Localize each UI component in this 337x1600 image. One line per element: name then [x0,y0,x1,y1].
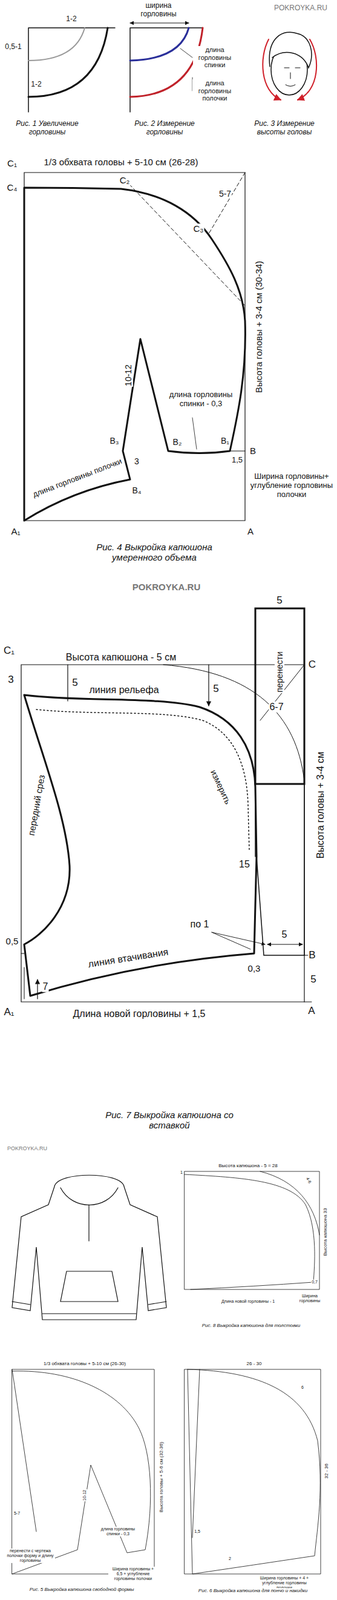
pattern-label: перенести с чертежа полочки форму и длин… [5,1547,56,1563]
pattern-label: A [246,525,255,537]
pattern-label: 4-6 [304,1175,313,1185]
pattern-label: POKROYKA.RU [273,4,328,13]
pattern-label: 1,5 [193,1528,201,1534]
pattern-label: линия втачивания [86,945,170,970]
pattern-label: 5-7 [13,1510,21,1515]
pattern-label: 5-7 [218,188,232,199]
pattern-label: A₁ [3,1005,15,1018]
pattern-label: POKROYKA.RU [6,1144,48,1151]
pattern-label: Рис. 3 Измерение высоты головы [244,119,325,137]
pattern-label: длина горловины спинки - 0,3 [168,390,234,409]
pattern-label: 10-12 [123,363,134,387]
pattern-label: B [249,445,257,456]
pattern-label: Рис. 2 Измерение горловины [124,119,205,137]
pattern-label: C₄ [6,182,19,193]
pattern-label: B₂ [172,436,183,447]
pattern-label: 1,5 [231,455,244,465]
pattern-label: Рис. 7 Выкройка капюшона со вставкой [102,1109,237,1131]
pattern-label: Ширина горловины [294,1292,326,1303]
pattern-label: измерить [208,767,233,806]
pattern-label: Ширина горловины+ углубление горловины п… [249,471,334,500]
pattern-label: C₃ [193,223,205,234]
pattern-label: 10-12 [82,1488,88,1501]
pattern-label: длина горловины полочки [192,79,238,103]
pattern-label: Высота капюшона 33 [322,1206,328,1256]
pattern-label: C₁ [6,157,18,169]
pattern-label: Длина новой горловины + 1,5 [71,1007,206,1019]
pattern-label: B [307,948,316,961]
pattern-label: 5 [309,972,317,985]
pattern-label: 15 [238,858,251,870]
pattern-label: B₄ [131,485,142,495]
pattern-label: 2 [228,1555,232,1561]
pattern-label: 7 [42,980,50,992]
pattern-label: Высота капюшона - 5 см [65,651,177,663]
pattern-label: 0,5 [5,935,20,946]
pattern-label: Высота капюшона - 5 = 28 [217,1162,278,1168]
pattern-label: 32 - 36 [323,1462,330,1479]
pattern-label: 5 [281,928,288,940]
pattern-label: Рис. 6 Выкройка капюшона для пончо и нак… [191,1586,315,1593]
pattern-label: POKROYKA.RU [131,581,202,592]
pattern-label: 5 [275,594,283,607]
pattern-label: 0,5-1 [4,42,22,52]
pattern-label: 1-2 [30,80,42,89]
pattern-label: 3 [7,673,14,686]
pattern-label: длина горловины полочки [30,456,124,500]
pattern-label: 5 [212,682,220,695]
pattern-label: 0,7 [310,1279,319,1284]
pattern-label: A₁ [10,525,21,537]
pattern-label: длина горловины спинки - 0,3 [99,1525,137,1536]
pattern-label: 1 [179,1169,184,1175]
pattern-label: C [307,658,317,671]
pattern-label: Высота головы + 5-6 см (32-36) [158,1440,164,1512]
pattern-label: по 1 [189,918,210,930]
pattern-label: Ширина горловины + 6,5 + углубление горл… [108,1565,158,1581]
pattern-label: перенести [274,650,285,693]
pattern-label: Рис. 8 Выкройка капюшона для толстовки [196,1321,307,1328]
pattern-label: длина горловины спинки [193,45,237,69]
pattern-label: A [307,1004,316,1017]
pattern-label: C₂ [119,174,131,186]
pattern-label: 3 [133,456,140,466]
pattern-label: 0,3 [247,962,262,973]
pattern-label: Длина новой горловины - 1 [220,1298,276,1304]
pattern-label: ширина горловины [136,1,181,19]
pattern-label: B₁ [220,435,230,446]
pattern-label: 6 [300,1384,305,1390]
pattern-label: Высота головы + 3-4 см (30-34) [253,260,264,394]
pattern-label: Рис. 4 Выкройка капюшона умеренного объе… [81,541,228,563]
pattern-label: 1/3 обхвата головы + 5-10 см (26-28) [43,156,200,167]
pattern-label: линия рельефа [88,684,160,696]
pattern-label: Высота головы + 3-4 см [315,750,327,860]
pattern-label: Рис. 5 Выкройка капюшона свободной формы [20,1585,143,1592]
pattern-label: Рис. 1 Увеличение горловины [4,119,91,137]
pattern-label: 26 - 30 [246,1360,263,1366]
pattern-label: 1/3 обхвата головы + 5-10 см (26-30) [42,1360,127,1366]
pattern-label: 6-7 [268,701,284,713]
pattern-label: C₁ [3,644,16,657]
pattern-label: передний срез [26,773,48,837]
pattern-label: 5 [71,676,79,689]
pattern-label: 1-2 [65,15,77,24]
pattern-label: B₃ [108,435,120,446]
